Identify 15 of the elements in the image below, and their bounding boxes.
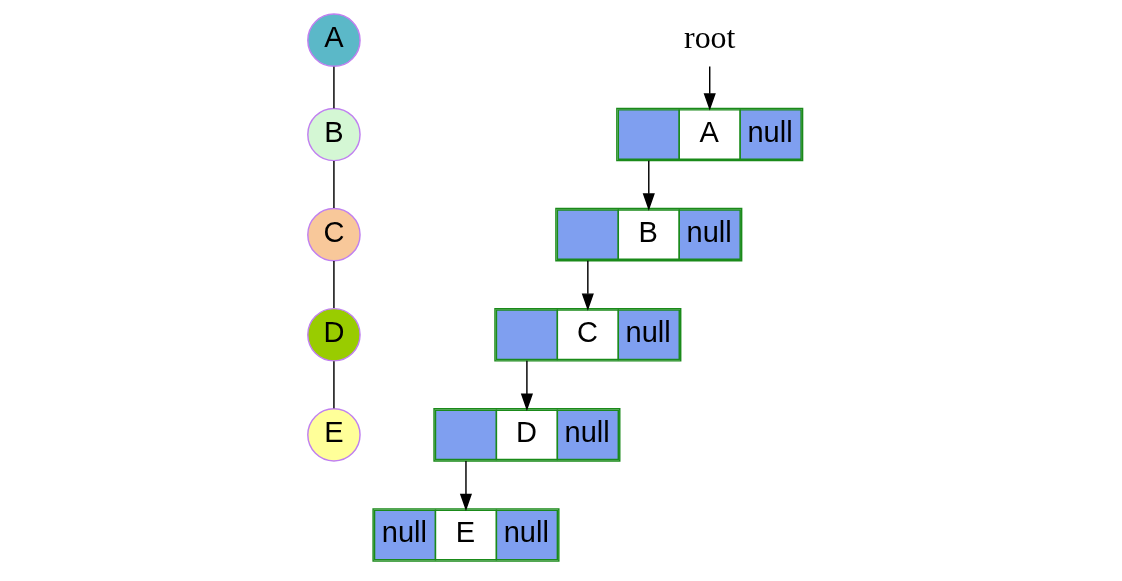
arrow (703, 65, 716, 111)
arrow (459, 460, 473, 512)
connector (333, 360, 335, 409)
arrow (520, 360, 533, 411)
node-circle: C (307, 207, 361, 262)
node-circle: A (307, 13, 361, 68)
arrow (581, 260, 594, 311)
connector (333, 65, 335, 109)
arrow (642, 159, 655, 211)
node-circle: B (307, 107, 361, 162)
node-text: root (684, 20, 736, 56)
node-circle: D (307, 307, 361, 362)
connector (333, 260, 335, 309)
node-circle: E (307, 408, 361, 462)
connector (333, 160, 335, 209)
